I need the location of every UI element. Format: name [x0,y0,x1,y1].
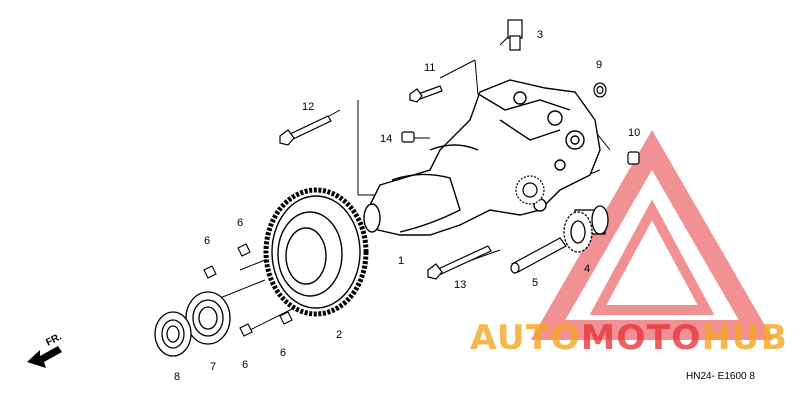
pinion-gear [515,175,545,205]
svg-text:AUTOMOTOHUB: AUTOMOTOHUB [470,318,788,358]
callout-6d: 6 [280,347,286,359]
gear-part-4 [563,205,609,253]
diagram-code: HN24- E1600 8 [686,371,755,382]
shaft-part-5 [510,237,567,274]
callout-9: 9 [596,59,602,71]
callout-3: 3 [537,29,543,41]
bolts-part-6 [203,243,293,337]
callout-11: 11 [424,62,435,74]
watermark-logo: AUTOMOTOHUB [470,318,788,358]
bolt-part-11 [409,85,443,103]
callout-10: 10 [628,127,640,139]
dowel-part-14 [401,131,415,143]
callout-6b: 6 [237,217,243,229]
callout-5: 5 [532,277,538,289]
callout-14: 14 [380,133,392,145]
bolt-part-13 [427,245,492,280]
callout-8: 8 [174,371,180,383]
front-direction-arrow: FR. [27,331,64,368]
callout-6a: 6 [204,235,210,247]
callout-6c: 6 [242,359,248,371]
callout-13: 13 [454,279,466,291]
seal-part-8 [154,311,192,357]
callout-4: 4 [584,263,590,275]
watermark-text-2: MOTO [581,318,702,358]
callout-12: 12 [302,101,314,113]
ring-gear-part-2 [263,187,369,317]
bolt-part-12 [279,115,332,146]
plug-part-10 [627,151,640,165]
final-drive-housing [363,79,601,236]
watermark-text-3: HUB [702,318,788,358]
callout-7: 7 [210,361,216,373]
callout-1: 1 [398,255,404,267]
sensor-part-3 [507,19,523,51]
watermark-triangle [530,130,774,340]
watermark-text-1: AUTO [470,318,581,358]
front-label: FR. [44,331,64,348]
bearing-part-7 [185,291,231,345]
callout-2: 2 [336,329,342,341]
washer-part-9 [593,82,607,98]
